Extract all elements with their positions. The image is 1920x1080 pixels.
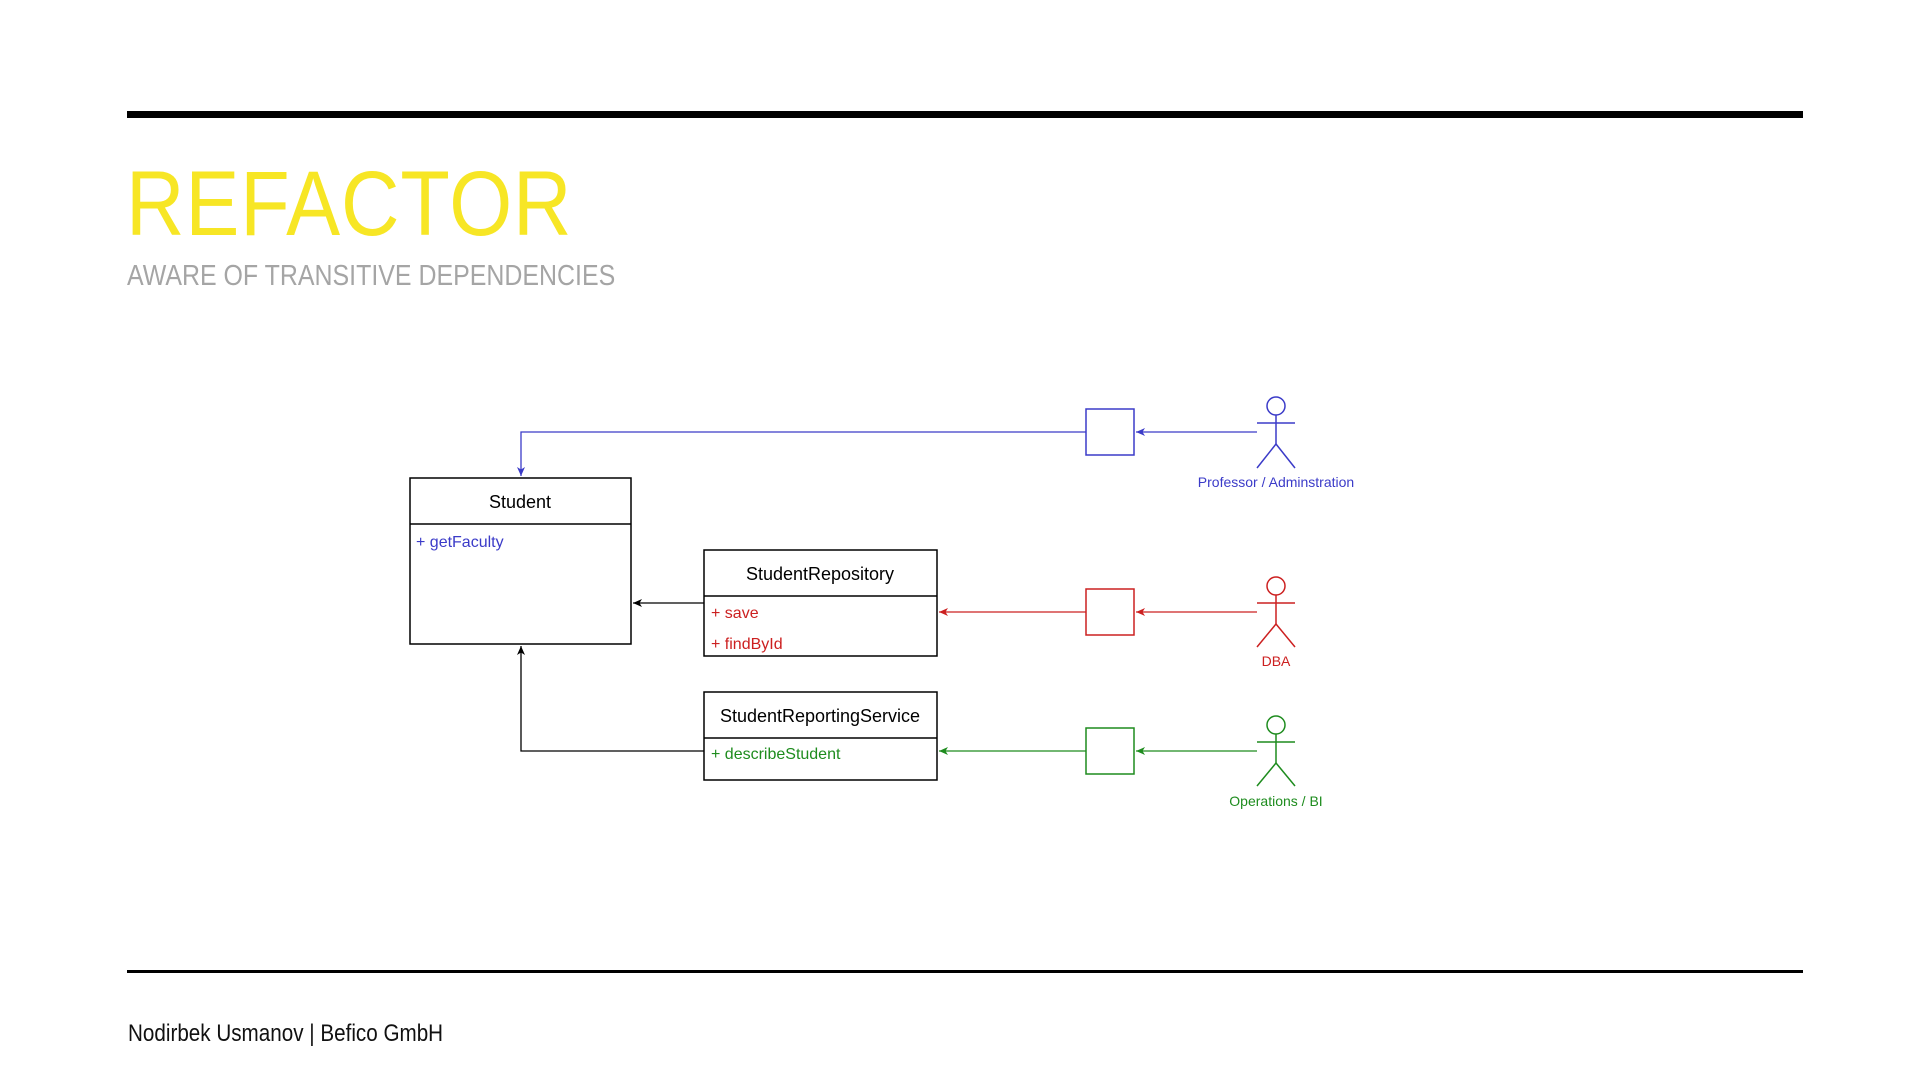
class-student-reporting-service: StudentReportingService + describeStuden… — [703, 691, 938, 781]
member-get-faculty: + getFaculty — [416, 534, 504, 551]
actor-professor-label: Professor / Adminstration — [1198, 474, 1354, 490]
class-student: Student + getFaculty — [409, 477, 632, 645]
slide-title: REFACTOR — [126, 153, 573, 255]
arrow-professor-interface-to-student — [517, 431, 1086, 476]
class-student-repository: StudentRepository + save + findById — [703, 549, 938, 657]
actor-dba-icon — [1256, 576, 1296, 648]
interface-box-professor — [1085, 408, 1135, 456]
footer-author: Nodirbek Usmanov | Befico GmbH — [128, 1020, 444, 1047]
bottom-rule — [127, 970, 1803, 973]
actor-operations-label: Operations / BI — [1229, 793, 1322, 809]
member-describe-student: + describeStudent — [711, 746, 841, 763]
class-reporting-title: StudentReportingService — [720, 706, 920, 726]
actor-professor-icon — [1256, 396, 1296, 469]
actor-dba-label: DBA — [1262, 653, 1291, 669]
slide-subtitle: AWARE OF TRANSITIVE DEPENDENCIES — [127, 260, 616, 292]
member-save: + save — [711, 605, 759, 622]
top-rule — [127, 111, 1803, 118]
arrow-reporting-to-student — [517, 646, 704, 752]
interface-box-operations — [1085, 727, 1135, 775]
class-student-title: Student — [489, 492, 551, 512]
interface-box-dba — [1085, 588, 1135, 636]
class-repository-title: StudentRepository — [746, 564, 894, 584]
actor-operations-icon — [1256, 715, 1296, 787]
member-find-by-id: + findById — [711, 636, 783, 653]
